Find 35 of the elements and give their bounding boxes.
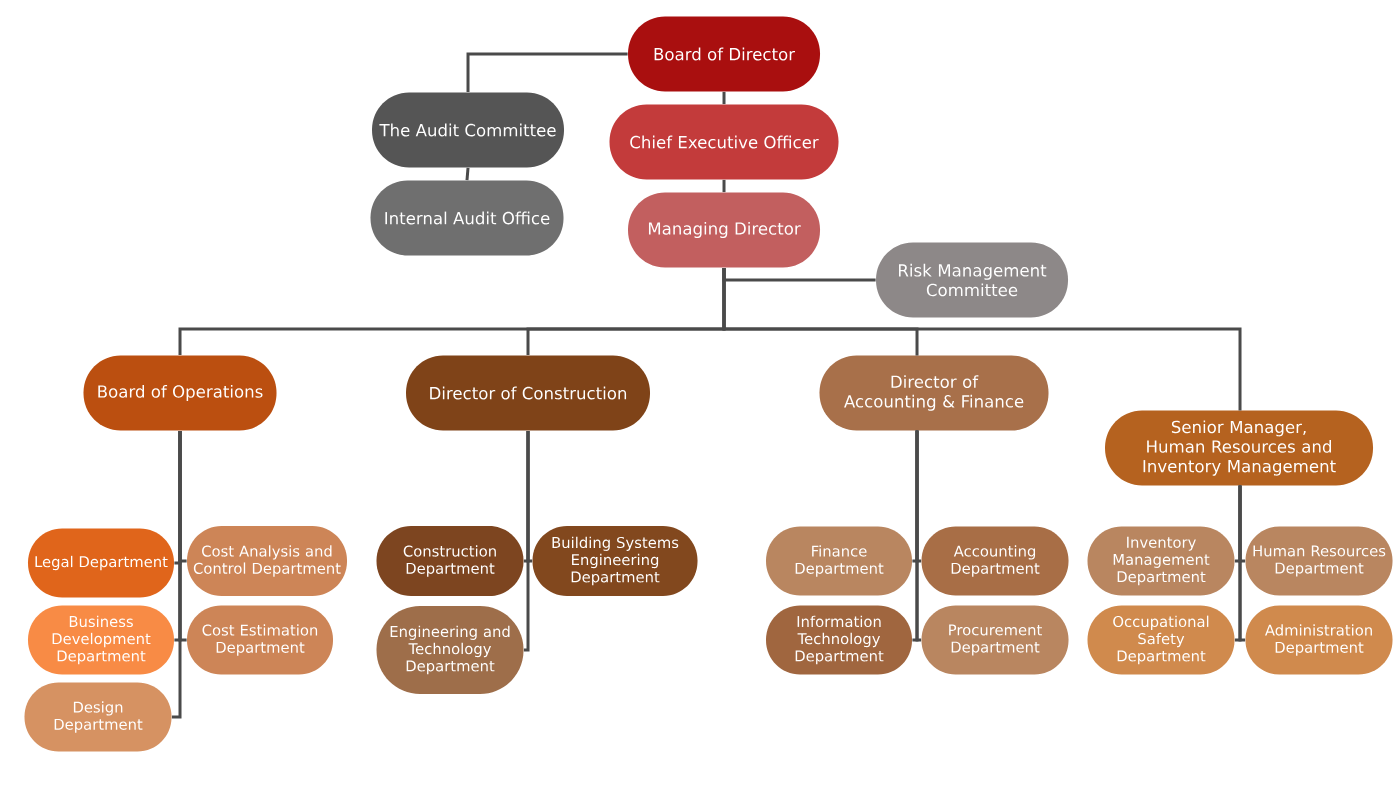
rounded-box: Managing Director — [628, 192, 820, 268]
connector-line — [722, 267, 1242, 411]
rounded-box: Internal Audit Office — [370, 180, 564, 256]
rounded-box: Procurement Department — [921, 605, 1069, 675]
connector-line — [915, 430, 922, 642]
connector-line — [466, 52, 628, 93]
rounded-box: Finance Department — [766, 526, 912, 596]
rounded-box: Director of Construction — [406, 355, 650, 431]
rounded-box: Inventory Management Department — [1087, 526, 1235, 596]
connector-line — [523, 430, 530, 652]
connector-line — [722, 179, 726, 193]
rounded-box: Business Development Department — [28, 605, 174, 675]
rounded-box: Engineering and Technology Department — [376, 606, 524, 694]
rounded-box: Chief Executive Officer — [609, 104, 839, 180]
rounded-box: Accounting Department — [921, 526, 1069, 596]
rounded-box: The Audit Committee — [372, 92, 564, 168]
rounded-box: Information Technology Department — [766, 605, 912, 675]
rounded-box: Human Resources Department — [1245, 526, 1393, 596]
rounded-box: Legal Department — [28, 528, 174, 598]
rounded-box: Director of Accounting & Finance — [819, 355, 1049, 431]
rounded-box: Construction Department — [376, 526, 524, 596]
connector-line — [722, 91, 726, 105]
rounded-box: Administration Department — [1245, 605, 1393, 675]
rounded-box: Board of Director — [628, 16, 820, 92]
rounded-box: Occupational Safety Department — [1087, 605, 1235, 675]
rounded-box: Risk Management Committee — [876, 242, 1068, 318]
rounded-box: Design Department — [24, 682, 172, 752]
rounded-box: Cost Analysis and Control Department — [187, 526, 347, 596]
rounded-box: Senior Manager, Human Resources and Inventory Management — [1105, 410, 1373, 486]
rounded-box: Building Systems Engineering Department — [532, 526, 698, 596]
connector-line — [1238, 485, 1246, 642]
rounded-box: Cost Estimation Department — [187, 605, 333, 675]
connector-line — [171, 430, 182, 719]
connector-line — [465, 167, 470, 181]
rounded-box: Board of Operations — [83, 355, 277, 431]
